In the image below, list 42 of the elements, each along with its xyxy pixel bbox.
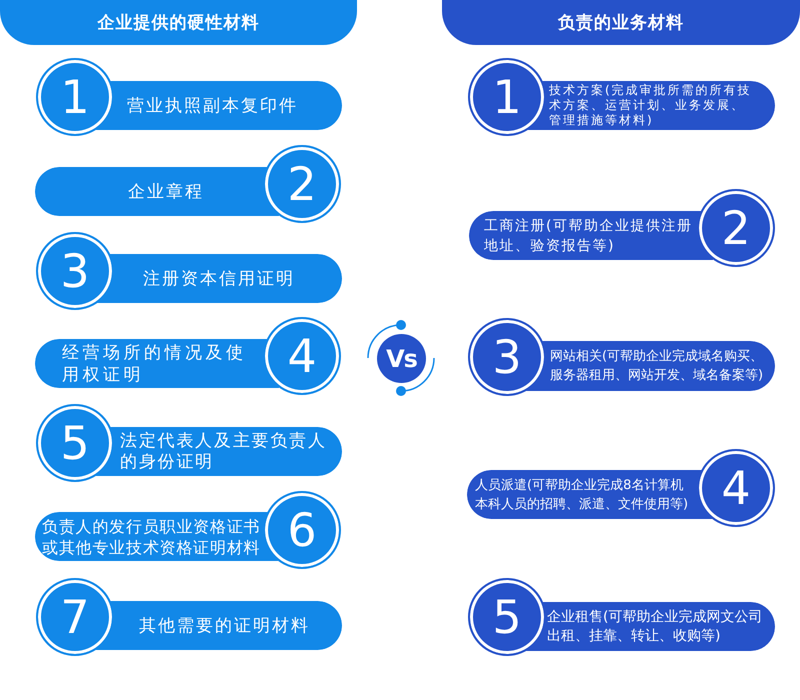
- item-text: 技术方案(完成审批所需的所有技术方案、运营计划、业务发展、管理措施等材料): [549, 83, 753, 128]
- vs-text: Vs: [386, 344, 417, 372]
- badge-number: 1: [60, 72, 90, 122]
- item-text: 法定代表人及主要负责人的身份证明: [120, 430, 328, 472]
- item-pill: [96, 601, 342, 650]
- header-text: 企业提供的硬性材料: [98, 12, 260, 34]
- badge-number: 4: [721, 463, 751, 513]
- badge-number: 2: [721, 203, 751, 253]
- item-pill: [528, 81, 775, 130]
- item-pill: [469, 211, 713, 260]
- item-text: 企业租售(可帮助企业完成网文公司出租、挂靠、转让、收购等): [547, 608, 764, 646]
- badge-number: 1: [492, 72, 522, 122]
- item-pill: [35, 167, 279, 216]
- header-text: 负责的业务材料: [558, 12, 684, 34]
- item-pill: [526, 602, 775, 651]
- item-pill: [35, 339, 279, 388]
- item-pill: [526, 341, 775, 391]
- item-pill: [35, 512, 278, 561]
- vs-disk: [377, 334, 426, 383]
- badge-number: 3: [60, 246, 90, 296]
- item-text: 企业章程: [128, 180, 205, 202]
- header-band: [442, 0, 800, 45]
- item-text: 网站相关(可帮助企业完成域名购买、服务器租用、网站开发、域名备案等): [550, 348, 764, 385]
- item-pill: [97, 254, 342, 303]
- item-text: 经营场所的情况及使用权证明: [62, 342, 248, 386]
- badge-number: 5: [60, 418, 90, 468]
- item-pill: [96, 427, 342, 476]
- item-pill: [467, 470, 712, 519]
- badge-number: 6: [287, 505, 317, 555]
- item-text: 营业执照副本复印件: [127, 94, 299, 116]
- item-text: 注册资本信用证明: [143, 268, 296, 290]
- badge-number: 7: [60, 592, 90, 642]
- item-text: 负责人的发行员职业资格证书或其他专业技术资格证明材料: [42, 516, 262, 558]
- item-pill: [96, 81, 342, 130]
- item-text: 其他需要的证明材料: [139, 614, 311, 636]
- badge-number: 2: [287, 159, 317, 209]
- header-band: [0, 0, 357, 45]
- badge-number: 3: [492, 332, 522, 382]
- badge-number: 5: [492, 592, 522, 642]
- item-text: 人员派遣(可帮助企业完成8名计算机本科人员的招聘、派遣、文件使用等): [475, 476, 690, 514]
- badge-number: 4: [287, 331, 317, 381]
- item-text: 工商注册(可帮助企业提供注册地址、验资报告等): [484, 216, 694, 256]
